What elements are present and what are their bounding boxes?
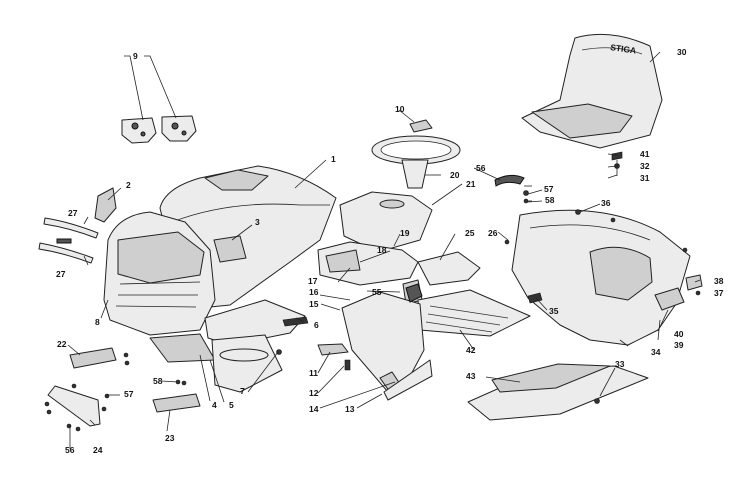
callout-58-bottom: 58 — [153, 376, 163, 386]
callout-35: 35 — [549, 306, 559, 316]
floor-mat — [467, 363, 649, 421]
callout-31: 31 — [640, 173, 650, 183]
callout-41: 41 — [640, 149, 650, 159]
callout-56-bottom: 56 — [65, 445, 75, 455]
callout-16: 16 — [309, 287, 319, 297]
callout-26: 26 — [488, 228, 498, 238]
headlight-lens — [94, 187, 117, 223]
callout-14: 14 — [309, 404, 319, 414]
callout-42: 42 — [466, 345, 476, 355]
callout-19: 19 — [400, 228, 410, 238]
callout-3: 3 — [255, 217, 260, 227]
callout-4: 4 — [212, 400, 217, 410]
callout-23: 23 — [165, 433, 175, 443]
callout-labels: 1 2 3 4 5 6 7 8 9 10 11 12 13 14 15 16 1… — [56, 47, 724, 455]
light-strips — [38, 217, 99, 264]
callout-7: 7 — [240, 386, 245, 396]
callout-24: 24 — [93, 445, 103, 455]
callout-5: 5 — [229, 400, 234, 410]
rear-fender — [511, 209, 691, 346]
hood-assembly — [103, 165, 337, 336]
fasteners-right — [181, 174, 703, 404]
side-panel-left — [69, 347, 117, 369]
callout-11: 11 — [309, 368, 318, 378]
callout-37: 37 — [714, 288, 724, 298]
lower-chassis — [149, 299, 309, 393]
steering-assembly — [339, 119, 461, 253]
callout-39: 39 — [674, 340, 684, 350]
callout-56-top: 56 — [476, 163, 486, 173]
callout-34: 34 — [651, 347, 661, 357]
central-frame — [317, 283, 433, 401]
side-panel-lower — [152, 393, 201, 413]
callout-1: 1 — [331, 154, 336, 164]
callout-20: 20 — [450, 170, 460, 180]
decal-pair — [121, 115, 197, 144]
callout-55: 55 — [372, 287, 382, 297]
callout-30: 30 — [677, 47, 687, 57]
callout-27-lower: 27 — [56, 269, 66, 279]
callout-22: 22 — [57, 339, 67, 349]
callout-40: 40 — [674, 329, 684, 339]
footplate-cover — [47, 385, 101, 427]
callout-13: 13 — [345, 404, 355, 414]
callout-10: 10 — [395, 104, 405, 114]
callout-12: 12 — [309, 388, 319, 398]
seat-logo: STIGA — [610, 42, 637, 56]
callout-43: 43 — [466, 371, 476, 381]
callout-2: 2 — [126, 180, 131, 190]
callout-21: 21 — [466, 179, 476, 189]
footboard — [417, 289, 531, 337]
callout-18: 18 — [377, 245, 387, 255]
callout-57-top: 57 — [544, 184, 554, 194]
callout-17: 17 — [308, 276, 318, 286]
seat: STIGA — [521, 33, 663, 149]
callout-58-top: 58 — [545, 195, 555, 205]
callout-36: 36 — [601, 198, 611, 208]
seat-bolts — [611, 151, 623, 176]
callout-57-bottom: 57 — [124, 389, 134, 399]
callout-15: 15 — [309, 299, 319, 309]
callout-9: 9 — [133, 51, 138, 61]
callout-38: 38 — [714, 276, 724, 286]
callout-32: 32 — [640, 161, 650, 171]
callout-27-upper: 27 — [68, 208, 78, 218]
callout-33: 33 — [615, 359, 625, 369]
callout-25: 25 — [465, 228, 475, 238]
callout-8: 8 — [95, 317, 100, 327]
leader-lines — [67, 51, 701, 449]
callout-6: 6 — [314, 320, 319, 330]
